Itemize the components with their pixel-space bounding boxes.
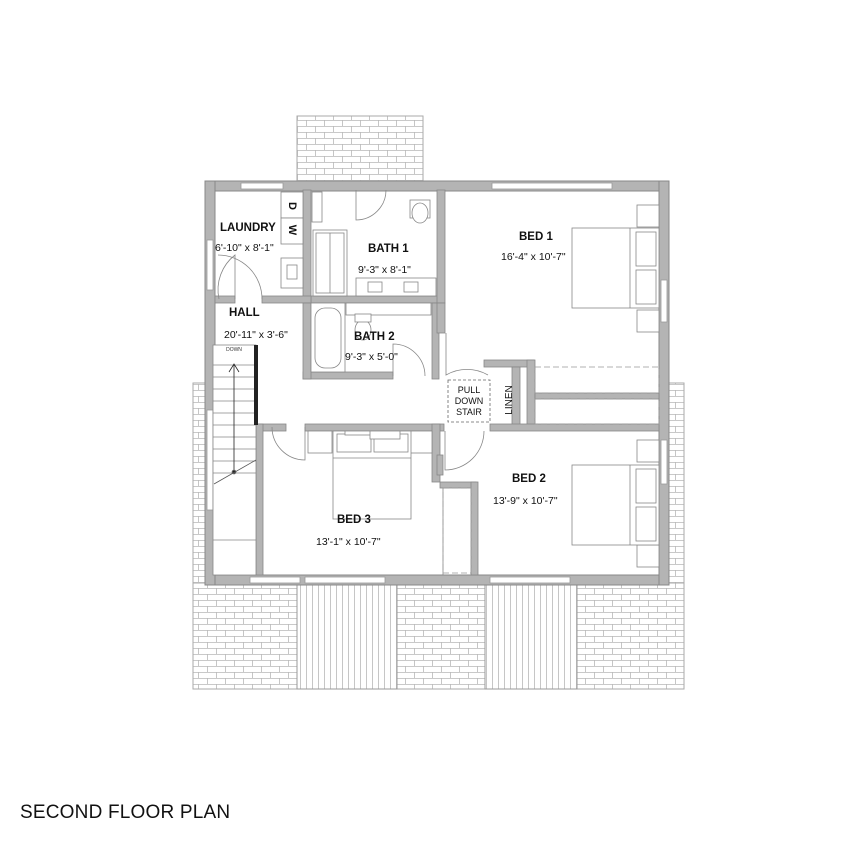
dormer-right xyxy=(484,582,578,690)
bed2-name: BED 2 xyxy=(512,473,546,485)
dormer-left xyxy=(296,582,398,690)
closets xyxy=(442,366,660,574)
stair-down-label: DOWN xyxy=(226,347,242,353)
bed2-dims: 13'-9" x 10'-7" xyxy=(493,495,558,507)
bath2-fixtures xyxy=(310,302,432,373)
washer-label: W xyxy=(286,225,298,236)
bath1-fixtures xyxy=(311,191,437,297)
laundry-fixtures xyxy=(280,191,304,289)
bed3-name: BED 3 xyxy=(337,514,371,526)
pull-label-1: PULL xyxy=(458,385,481,395)
bath1-dims: 9'-3" x 8'-1" xyxy=(358,264,411,276)
bed1 xyxy=(571,204,660,333)
bed1-name: BED 1 xyxy=(519,231,553,243)
roof-bottom xyxy=(192,582,685,690)
bath2-name: BATH 2 xyxy=(354,331,395,343)
hall-dims: 20'-11" x 3'-6" xyxy=(224,329,288,341)
plan-title: SECOND FLOOR PLAN xyxy=(20,802,231,823)
linen-label: LINEN xyxy=(504,385,515,414)
stair xyxy=(212,344,258,576)
dryer-label: D xyxy=(286,202,298,210)
roof-right xyxy=(667,382,685,584)
laundry-name: LAUNDRY xyxy=(220,222,276,234)
pull-label-2: DOWN xyxy=(455,396,484,406)
chimney xyxy=(296,115,424,183)
bed3-dims: 13'-1" x 10'-7" xyxy=(316,536,381,548)
windows xyxy=(206,182,668,584)
hall-name: HALL xyxy=(229,307,260,319)
interior-walls xyxy=(214,189,660,576)
bed1-dims: 16'-4" x 10'-7" xyxy=(501,251,566,263)
bed3 xyxy=(307,430,433,520)
laundry-dims: 6'-10" x 8'-1" xyxy=(215,242,274,254)
bath1-name: BATH 1 xyxy=(368,243,409,255)
bath2-dims: 9'-3" x 5'-0" xyxy=(345,351,398,363)
bed2 xyxy=(571,439,660,568)
pull-down-stair xyxy=(447,379,491,423)
pull-label-3: STAIR xyxy=(456,407,482,417)
